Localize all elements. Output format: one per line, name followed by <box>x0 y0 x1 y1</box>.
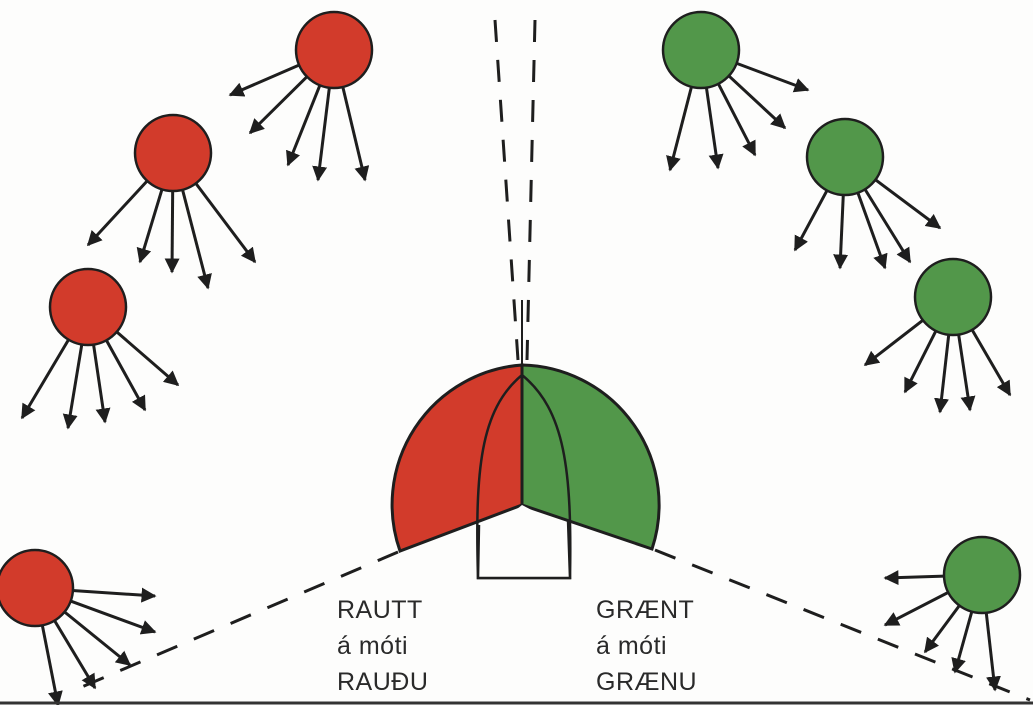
light-ray-arrow <box>868 173 942 230</box>
light-ray-arrow <box>883 587 957 627</box>
light-ray-arrow <box>853 184 888 270</box>
dashed-line-ahead-right <box>525 19 537 361</box>
light-ray-arrow <box>339 78 370 182</box>
light-ray-arrow <box>109 325 180 387</box>
green-light-circle <box>805 117 885 197</box>
red-light-circle <box>48 267 128 347</box>
green-light-circle <box>661 10 741 90</box>
light-ray-arrow <box>164 182 180 274</box>
light-ray-arrow <box>923 598 966 654</box>
label-green-to-green: GRÆNT á móti GRÆNU <box>596 592 697 700</box>
light-ray-arrow <box>20 332 74 420</box>
light-ray-arrow <box>62 596 157 635</box>
red-light-circle <box>133 113 213 193</box>
light-ray-arrow <box>966 322 1012 397</box>
light-ray-arrow <box>286 77 325 167</box>
light-ray-arrow <box>248 70 314 135</box>
sidelight-sectors <box>390 363 661 553</box>
label-red-to-red: RAUTT á móti RAUÐU <box>337 592 428 700</box>
red-light-vessel <box>0 548 157 705</box>
red-light-circle <box>0 548 75 628</box>
light-ray-arrow <box>49 612 97 690</box>
light-ray-arrow <box>863 314 931 367</box>
light-ray-arrow <box>90 336 111 424</box>
light-ray-arrow <box>983 604 1001 692</box>
red-light-vessel <box>86 113 257 290</box>
light-ray-arrow <box>179 181 212 290</box>
light-ray-arrow <box>934 326 952 414</box>
label-green-line3: GRÆNU <box>596 668 698 696</box>
light-ray-arrow <box>793 182 833 252</box>
light-ray-arrow <box>136 181 166 264</box>
label-green-line1: GRÆNT <box>596 596 695 624</box>
light-ray-arrow <box>228 60 308 97</box>
label-red-line2: á móti <box>337 632 409 660</box>
light-ray-arrow <box>883 570 953 586</box>
light-ray-arrow <box>859 181 912 264</box>
light-ray-arrow <box>955 326 976 412</box>
light-ray-arrow <box>101 332 147 412</box>
red-light-circle <box>294 10 374 90</box>
light-ray-arrow <box>189 176 257 264</box>
label-red-line1: RAUTT <box>337 596 423 624</box>
light-ray-arrow <box>312 79 332 182</box>
green-light-circle <box>942 535 1022 615</box>
port-red-sector <box>390 363 524 553</box>
light-ray-arrow <box>833 186 849 270</box>
vessel-lights <box>0 10 1022 705</box>
starboard-green-sector <box>520 363 661 551</box>
light-ray-arrow <box>721 69 787 130</box>
red-light-vessel <box>228 10 374 182</box>
green-light-vessel <box>863 257 1012 414</box>
red-light-vessel <box>20 267 180 430</box>
light-ray-arrow <box>666 78 695 172</box>
green-light-vessel <box>883 535 1022 692</box>
light-ray-arrow <box>64 587 157 603</box>
light-ray-arrow <box>62 336 85 430</box>
label-green-line2: á móti <box>596 632 668 660</box>
light-ray-arrow <box>713 75 757 157</box>
light-ray-arrow <box>728 59 810 93</box>
light-ray-arrow <box>951 603 976 674</box>
light-ray-arrow <box>57 605 132 667</box>
label-red-line3: RAUÐU <box>337 668 429 696</box>
dashed-line-port-abaft <box>69 550 399 694</box>
green-light-vessel <box>793 117 942 270</box>
dashed-line-ahead-left <box>493 19 520 361</box>
light-ray-arrow <box>39 617 63 705</box>
green-light-circle <box>913 257 993 337</box>
light-ray-arrow <box>903 323 941 394</box>
dashed-sector-lines <box>69 19 1031 702</box>
dashed-line-starboard-abaft <box>654 548 1031 702</box>
boat-stern-outline <box>476 519 572 580</box>
light-ray-arrow <box>703 79 724 170</box>
hull-fill-below-sectors <box>478 505 570 578</box>
light-ray-arrow <box>86 174 154 247</box>
green-light-vessel <box>661 10 810 172</box>
